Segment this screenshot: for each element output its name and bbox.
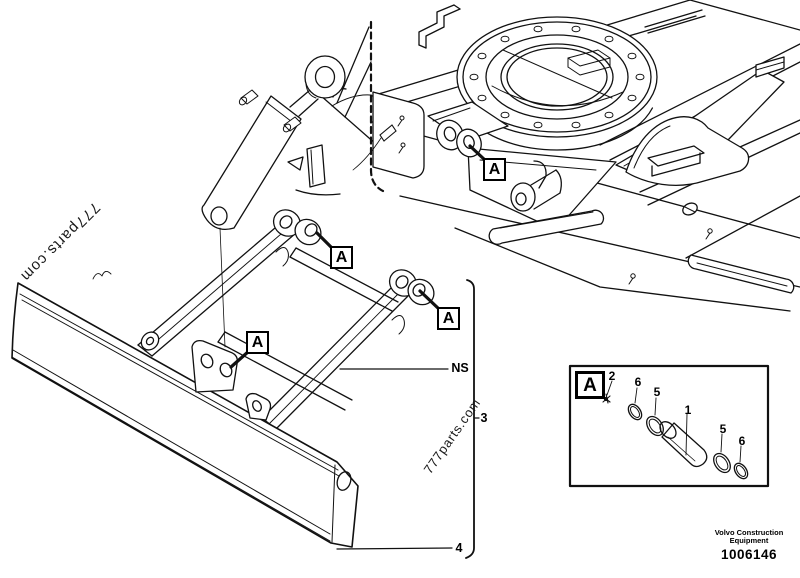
callout-a-1: A <box>483 158 506 181</box>
slew-ring <box>456 16 658 151</box>
detail-part-leaders <box>606 380 742 463</box>
callout-a-3: A <box>437 307 460 330</box>
track-slot-right <box>687 254 795 294</box>
cylinder-rod-eye <box>304 55 346 99</box>
arm-lug-right <box>245 392 272 421</box>
cross-member-front <box>217 331 353 411</box>
arm-lug-left <box>140 331 160 351</box>
item4-leader <box>336 547 453 550</box>
brand-line-1: Volvo Construction <box>714 528 784 537</box>
figure-number: 1006146 <box>720 547 778 562</box>
item-3-label: 3 <box>480 411 488 425</box>
support-link <box>510 160 562 212</box>
pin-part-1 <box>659 421 708 468</box>
blade <box>11 271 359 548</box>
small-screws <box>628 228 713 285</box>
channel-bracket <box>647 145 705 177</box>
part-label-5b: 5 <box>719 422 727 436</box>
hydraulic-ports <box>238 89 302 133</box>
callout-a-2: A <box>330 246 353 269</box>
section-dashed-line <box>369 20 385 193</box>
oring-6b <box>733 462 749 480</box>
cylinder-base-lug <box>191 339 238 393</box>
ns-label: NS <box>451 361 469 375</box>
washer-5b <box>713 452 731 474</box>
cylinder-alignment-line <box>219 227 226 348</box>
part-label-5a: 5 <box>653 385 661 399</box>
track-slot-left <box>488 209 605 245</box>
lift-cylinder <box>201 55 397 348</box>
callout-a-detail: A <box>575 371 605 399</box>
cylinder-base-eye <box>210 206 228 226</box>
section-cut-face <box>332 26 425 179</box>
small-pin <box>352 124 397 171</box>
callout-a-4: A <box>246 331 269 354</box>
part-label-6b: 6 <box>738 434 746 448</box>
part-label-6a: 6 <box>634 375 642 389</box>
part-label-2: 2 <box>608 369 616 383</box>
washer-5a <box>646 415 664 437</box>
ring-inner-bracket <box>567 49 611 76</box>
ring-bolt-holes <box>469 25 645 129</box>
blade-end-hole <box>336 471 352 491</box>
oring-6a <box>627 403 643 421</box>
brand-line-2: Equipment <box>729 536 769 545</box>
push-arms <box>137 209 435 430</box>
push-arm-left <box>137 209 322 357</box>
frame-plates <box>287 26 795 294</box>
push-arm-right <box>261 269 435 430</box>
part-label-1: 1 <box>684 403 692 417</box>
blade-lugs <box>140 331 272 421</box>
item-4-label: 4 <box>455 541 463 555</box>
cross-member-rear <box>289 247 399 312</box>
mount-plate <box>287 144 341 196</box>
